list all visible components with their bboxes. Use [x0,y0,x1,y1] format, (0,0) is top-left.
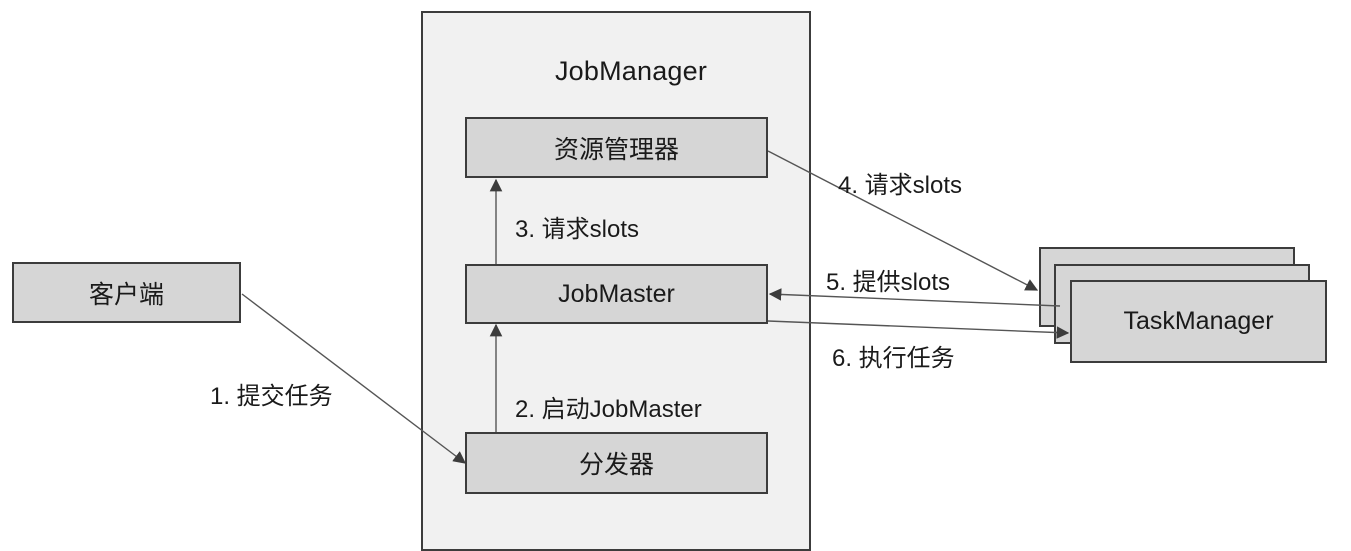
label-request-slots-internal: 3. 请求slots [515,216,640,243]
edge-offer-slots [768,288,1061,307]
edge-submit-job [241,293,467,464]
dispatcher-label: 分发器 [578,451,654,479]
edge-request-slots-external [767,150,1039,291]
client-node: 客户端 [12,262,241,323]
client-label: 客户端 [88,280,164,309]
label-offer-slots: 5. 提供slots [826,269,951,296]
edges-layer [241,150,1070,464]
dispatcher-node: 分发器 [465,432,768,494]
label-start-job-master: 2. 启动JobMaster [515,396,702,423]
job-master-node: JobMaster [465,264,768,324]
label-submit-job: 1. 提交任务 [210,383,333,410]
edge-execute-task [767,320,1070,339]
label-execute-task: 6. 执行任务 [832,345,955,372]
job-master-label: JobMaster [558,279,675,308]
task-manager-label: TaskManager [1123,307,1274,335]
resource-manager-node: 资源管理器 [465,117,768,178]
jobmanager-title: JobManager [554,56,708,86]
label-request-slots-external: 4. 请求slots [838,172,963,199]
task-manager-node: TaskManager [1070,280,1327,363]
resource-manager-label: 资源管理器 [553,135,679,164]
